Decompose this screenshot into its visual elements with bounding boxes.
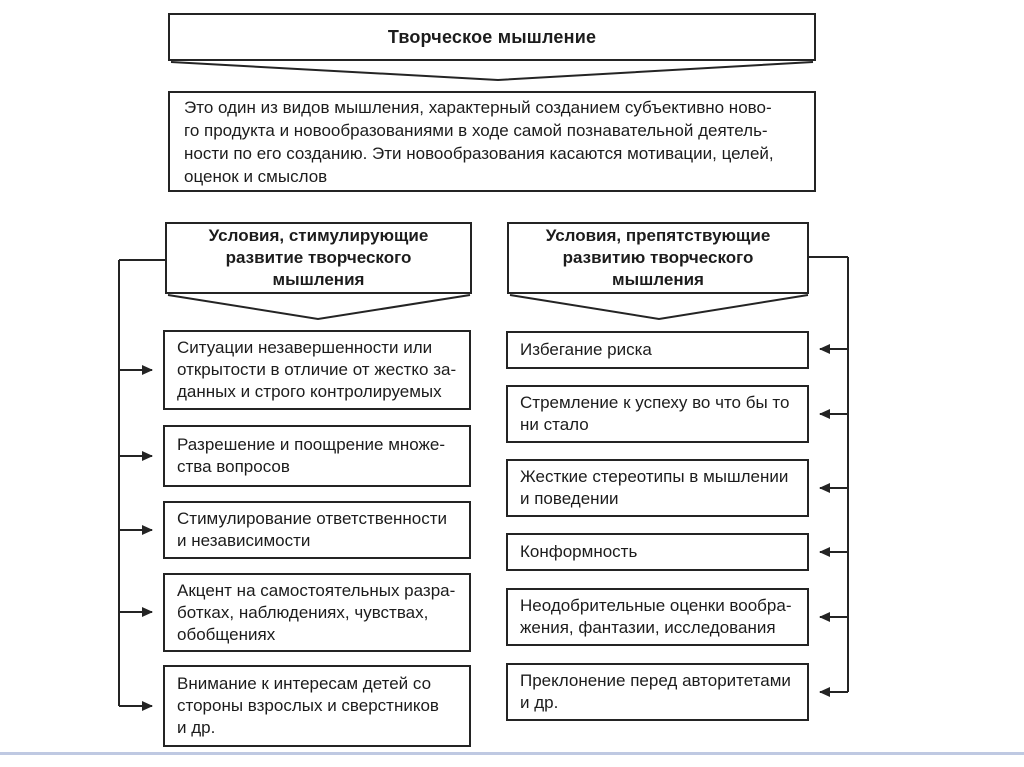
left-header-chevron xyxy=(167,294,471,321)
left-item-5: Внимание к интересам детей со стороны вз… xyxy=(163,665,471,747)
left-arrows xyxy=(119,365,153,711)
right-item-1: Избегание риска xyxy=(506,331,809,369)
right-arrows xyxy=(819,344,848,697)
title-chevron xyxy=(170,61,814,82)
bottom-page-rule xyxy=(0,752,1024,755)
definition-box: Это один из видов мышления, характерный … xyxy=(168,91,816,192)
right-item-5: Неодобрительные оценки вообра- жения, фа… xyxy=(506,588,809,646)
left-item-3: Стимулирование ответственности и независ… xyxy=(163,501,471,559)
right-connector-rail xyxy=(809,256,849,692)
right-header-chevron xyxy=(509,294,809,321)
right-item-6: Преклонение перед авторитетами и др. xyxy=(506,663,809,721)
left-connector-rail xyxy=(118,259,165,706)
right-column-header: Условия, препятствующие развитию творчес… xyxy=(507,222,809,294)
right-item-3: Жесткие стереотипы в мышлении и поведени… xyxy=(506,459,809,517)
left-column-header: Условия, стимулирующие развитие творческ… xyxy=(165,222,472,294)
right-item-2: Стремление к успеху во что бы то ни стал… xyxy=(506,385,809,443)
left-item-1: Ситуации незавершенности или открытости … xyxy=(163,330,471,410)
left-item-4: Акцент на самостоятельных разра- ботках,… xyxy=(163,573,471,652)
diagram-title: Творческое мышление xyxy=(168,13,816,61)
left-item-2: Разрешение и поощрение множе- ства вопро… xyxy=(163,425,471,487)
right-item-4: Конформность xyxy=(506,533,809,571)
